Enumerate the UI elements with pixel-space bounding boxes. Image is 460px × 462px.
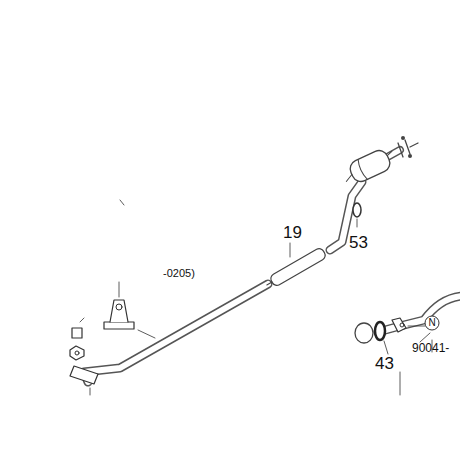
note-text: -0205) <box>163 268 195 279</box>
callout-number: 43 <box>375 355 394 372</box>
circle-marker: N <box>424 315 440 331</box>
callout-number: 90041- <box>412 342 449 354</box>
callout-number: 19 <box>283 224 302 241</box>
marker-letter: N <box>428 318 435 328</box>
callout-number: 53 <box>349 234 368 251</box>
